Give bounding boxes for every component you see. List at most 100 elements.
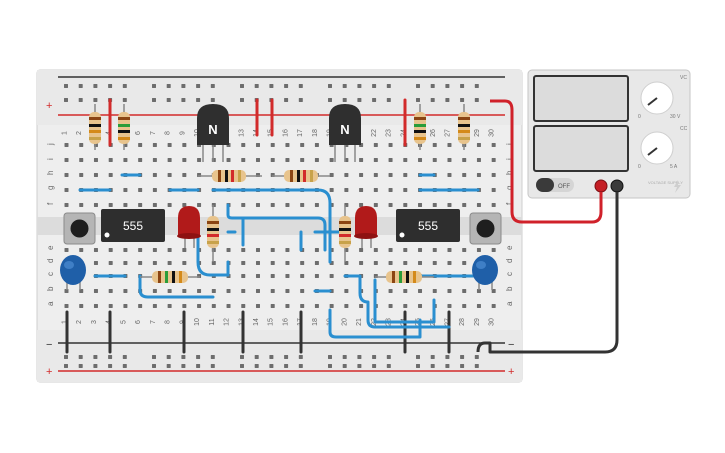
column-number: 7 <box>150 131 157 135</box>
column-number: 7 <box>150 320 157 324</box>
column-number: 1 <box>62 131 69 135</box>
column-number: 9 <box>179 131 186 135</box>
row-letter: a <box>505 301 514 306</box>
column-number: 29 <box>474 129 481 137</box>
column-number: 6 <box>135 131 142 135</box>
resistor-r6[interactable] <box>339 205 351 262</box>
voltage-knob[interactable] <box>640 81 674 115</box>
signal-wires[interactable] <box>78 173 480 339</box>
power-jumpers[interactable] <box>108 98 407 147</box>
rail-minus-label: − <box>508 339 514 351</box>
column-number: 21 <box>356 318 363 326</box>
row-letter: g <box>505 186 514 190</box>
row-letter: j <box>46 143 55 146</box>
column-number: 18 <box>312 129 319 137</box>
column-number: 27 <box>444 129 451 137</box>
row-letter: i <box>46 158 55 160</box>
column-number: 29 <box>474 318 481 326</box>
column-number: 2 <box>76 320 83 324</box>
power-switch[interactable]: OFF <box>536 178 574 192</box>
current-knob-min: 0 <box>638 164 641 170</box>
timer-ic-left[interactable]: 555 <box>101 209 165 242</box>
transistor-left-label: N <box>208 122 217 137</box>
rail-minus-label: − <box>46 339 52 351</box>
current-display <box>533 125 629 172</box>
resistor-r2[interactable] <box>118 104 130 150</box>
voltage-display <box>533 75 629 122</box>
column-number: 16 <box>282 318 289 326</box>
resistor-r5[interactable] <box>207 205 219 262</box>
supply-brand: VOLTAGE SUPPLY <box>648 180 683 185</box>
voltage-knob-min: 0 <box>638 114 641 120</box>
row-letter: b <box>46 286 55 291</box>
rail-plus-label: + <box>46 100 52 112</box>
resistor-r10[interactable] <box>458 104 470 150</box>
column-number: 28 <box>459 318 466 326</box>
column-number: 8 <box>165 320 172 324</box>
current-knob-max: 5 A <box>670 164 678 170</box>
resistor-r1[interactable] <box>89 104 101 150</box>
resistor-r9[interactable] <box>414 104 426 150</box>
column-number: 26 <box>430 129 437 137</box>
column-number: 23 <box>386 129 393 137</box>
row-letter: f <box>46 202 55 205</box>
capacitor-left[interactable] <box>60 255 86 290</box>
current-knob[interactable] <box>640 131 674 165</box>
timer-ic-right[interactable]: 555 <box>396 209 460 242</box>
column-number: 13 <box>238 129 245 137</box>
voltage-knob-max: 30 V <box>670 114 681 120</box>
column-number: 30 <box>489 318 496 326</box>
row-letter: j <box>505 143 514 146</box>
led-right[interactable] <box>354 206 378 248</box>
negative-terminal[interactable] <box>610 179 624 193</box>
positive-terminal[interactable] <box>594 179 608 193</box>
column-number: 14 <box>253 318 260 326</box>
row-letter: c <box>505 272 514 276</box>
transistor-right[interactable]: N <box>329 104 361 162</box>
led-left[interactable] <box>177 206 201 248</box>
transistor-left[interactable]: N <box>197 104 229 162</box>
current-knob-tag: CC <box>680 126 688 132</box>
column-number: 11 <box>209 318 216 325</box>
row-letter: f <box>505 202 514 205</box>
column-number: 16 <box>282 129 289 137</box>
column-number: 17 <box>297 129 304 137</box>
power-supply[interactable]: VC CC 0 30 V 0 5 A OFF VOLTAGE SUPPLY <box>527 69 691 199</box>
capacitor-right[interactable] <box>472 255 498 290</box>
ground-jumpers[interactable] <box>65 310 451 354</box>
supply-negative-wire[interactable] <box>476 192 619 354</box>
column-number: 30 <box>489 129 496 137</box>
column-number: 3 <box>91 320 98 324</box>
resistor-r8[interactable] <box>375 271 434 283</box>
column-number: 2 <box>76 131 83 135</box>
voltage-knob-tag: VC <box>680 75 687 81</box>
resistor-r7[interactable] <box>140 271 200 283</box>
row-letter: d <box>505 259 514 263</box>
column-number: 15 <box>268 318 275 326</box>
pushbutton-left[interactable] <box>63 212 96 245</box>
row-letter: e <box>505 245 514 250</box>
resistor-r3[interactable] <box>198 170 262 182</box>
resistor-r4[interactable] <box>272 170 330 182</box>
power-switch-label: OFF <box>558 184 570 190</box>
row-letter: i <box>505 158 514 160</box>
column-number: 12 <box>224 318 231 326</box>
row-letter: d <box>46 259 55 263</box>
transistor-right-label: N <box>340 122 349 137</box>
pushbutton-right[interactable] <box>469 212 502 245</box>
row-letter: e <box>46 245 55 250</box>
row-letter: a <box>46 301 55 306</box>
lightning-icon <box>674 180 681 193</box>
rail-plus-label: + <box>46 366 52 378</box>
supply-positive-wire[interactable] <box>490 99 603 224</box>
row-letter: c <box>46 272 55 276</box>
timer-ic-left-label: 555 <box>123 219 143 233</box>
row-letter: b <box>505 286 514 291</box>
column-number: 6 <box>135 320 142 324</box>
row-letter: h <box>46 171 55 175</box>
column-number: 18 <box>312 318 319 326</box>
column-number: 20 <box>341 318 348 326</box>
column-number: 22 <box>371 129 378 137</box>
